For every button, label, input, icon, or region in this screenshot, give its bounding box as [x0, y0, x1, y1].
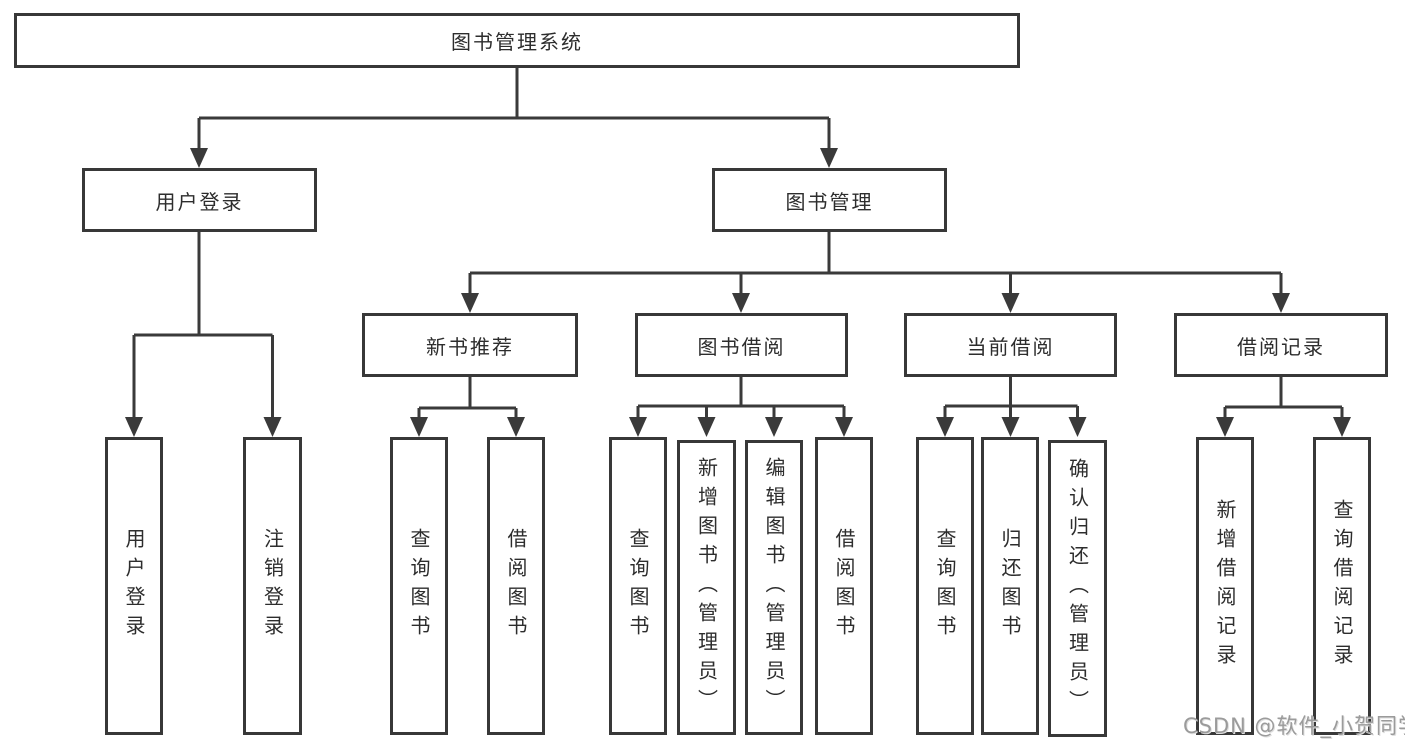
leaf-add-books-admin: 新增图书（管理员）	[677, 440, 736, 735]
node-book-management: 图书管理	[712, 168, 947, 232]
leaf-query-books-recommend: 查询图书	[390, 437, 448, 735]
node-borrow-records: 借阅记录	[1174, 313, 1388, 377]
leaf-user-login: 用户登录	[105, 437, 163, 735]
node-user-login: 用户登录	[82, 168, 317, 232]
leaf-add-borrow-record: 新增借阅记录	[1196, 437, 1254, 735]
leaf-borrow-books: 借阅图书	[815, 437, 873, 735]
node-book-borrow: 图书借阅	[635, 313, 848, 377]
leaf-logout: 注销登录	[243, 437, 302, 735]
leaf-edit-books-admin: 编辑图书（管理员）	[745, 440, 803, 735]
node-new-book-recommend: 新书推荐	[362, 313, 578, 377]
node-root-title: 图书管理系统	[14, 13, 1020, 68]
node-current-borrow: 当前借阅	[904, 313, 1117, 377]
leaf-query-books-current: 查询图书	[916, 437, 974, 735]
leaf-query-borrow-record: 查询借阅记录	[1313, 437, 1371, 735]
leaf-confirm-return-admin: 确认归还（管理员）	[1048, 440, 1107, 737]
leaf-query-books-borrow: 查询图书	[609, 437, 667, 735]
watermark: CSDN @软件_小贺同学	[1183, 714, 1405, 738]
leaf-return-books: 归还图书	[981, 437, 1039, 735]
leaf-borrow-books-recommend: 借阅图书	[487, 437, 545, 735]
